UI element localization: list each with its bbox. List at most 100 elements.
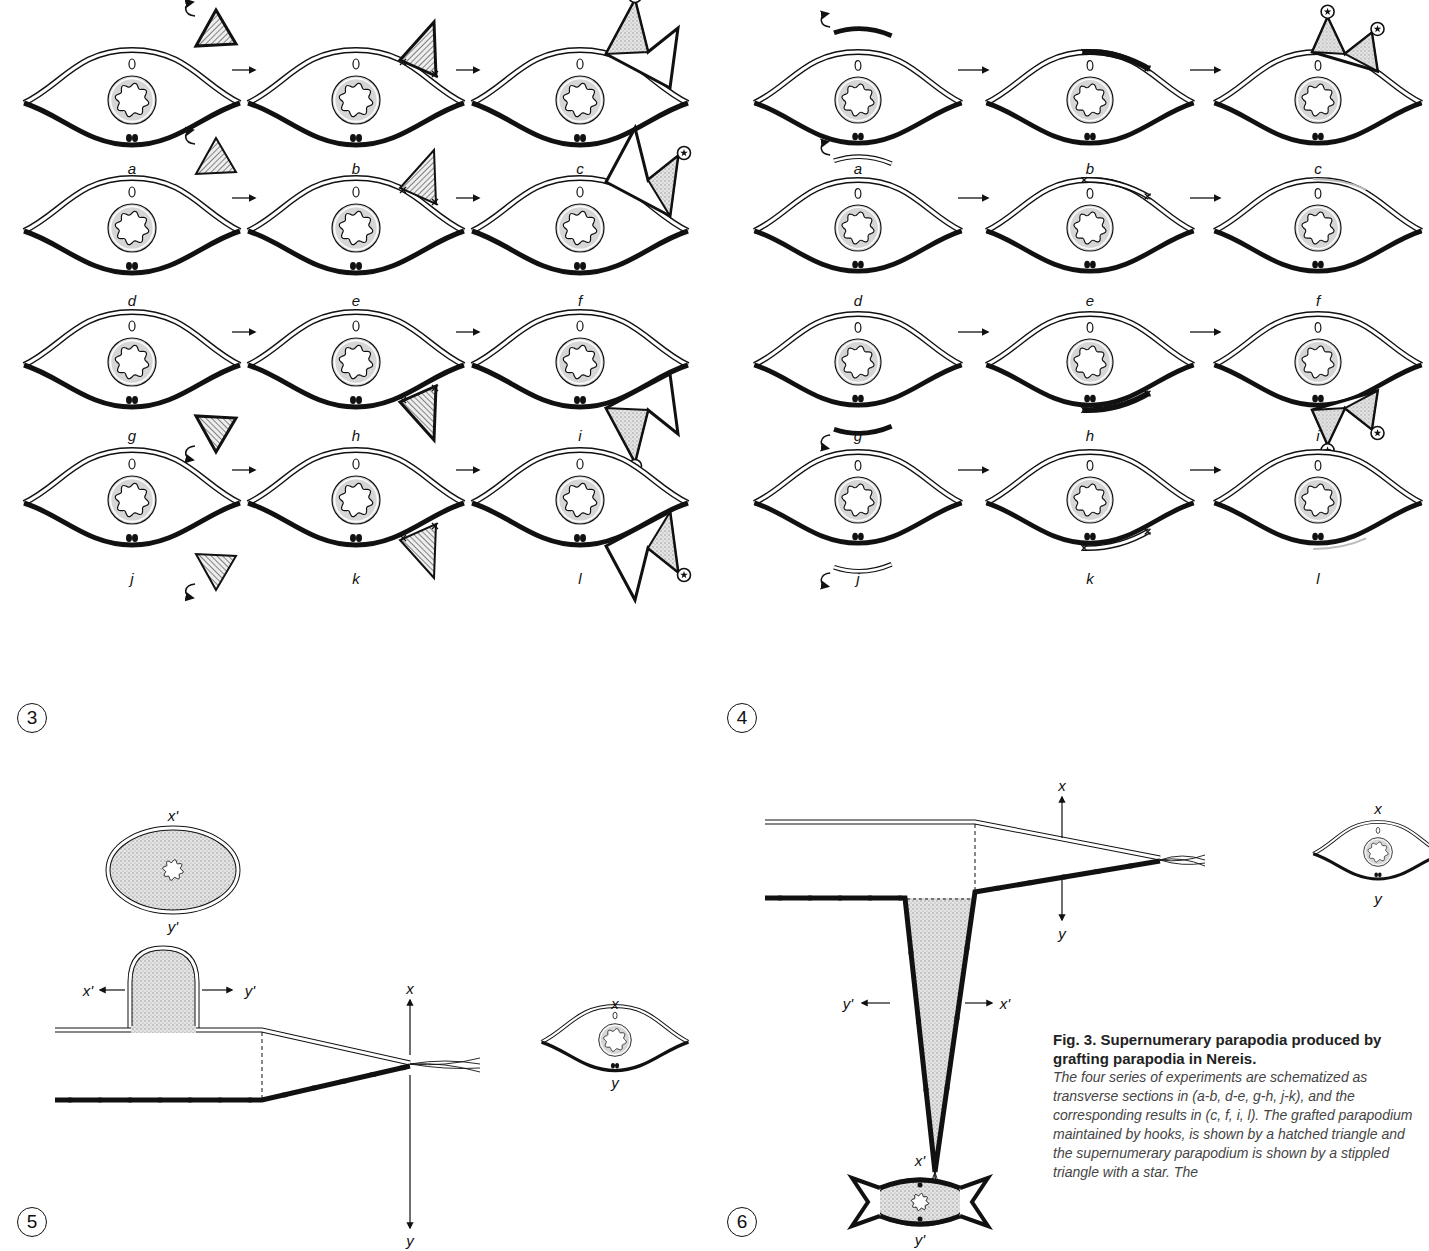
panel-letter: l: [578, 571, 581, 586]
gut-lumen: [115, 211, 148, 244]
panel-letter: j: [856, 571, 859, 586]
step-arrow: [958, 69, 988, 70]
axis-label: x': [1000, 996, 1010, 1011]
body-outline: [986, 52, 1193, 143]
dorsal-vessel: [353, 59, 359, 69]
gut: [1067, 477, 1113, 523]
nerve-cord: [1374, 872, 1378, 877]
nerve-cord: [580, 396, 586, 404]
gut-lumen: [563, 211, 596, 244]
hook: [1081, 545, 1087, 551]
grafted-strip: [1082, 180, 1149, 197]
gut: [335, 207, 378, 250]
gut: [556, 204, 604, 252]
body-section: [986, 452, 1193, 543]
gut-lumen: [1302, 212, 1334, 244]
parapodium-wing: [852, 1178, 880, 1226]
hook: [400, 397, 406, 403]
panel-letter: k: [352, 571, 360, 586]
panel-letter: i: [1316, 428, 1319, 443]
gut-lumen: [604, 1029, 627, 1052]
figure-number-text: 3: [27, 707, 38, 729]
gut: [556, 338, 604, 386]
hook: [1081, 177, 1087, 183]
gut-lumen: [911, 1193, 928, 1210]
axis-label: y': [168, 919, 178, 934]
graft-tube: [130, 948, 197, 1030]
nerve-cord: [350, 262, 356, 270]
axis-arrow: [862, 1002, 890, 1003]
panel-letter: c: [1314, 161, 1322, 176]
gut: [332, 204, 380, 252]
healed-patch: [1313, 179, 1366, 190]
dorsal-wall: [765, 822, 1160, 858]
dorsal-wall: [55, 1030, 410, 1063]
regenerate-outline: [1312, 391, 1377, 445]
dorsal-vessel: [1315, 461, 1321, 471]
regenerate-outline: [606, 0, 678, 88]
body-outline: [24, 450, 240, 545]
grafted-parapodium: [400, 524, 436, 578]
dorsal-vessel: [1087, 61, 1093, 71]
nerve-cord: [1318, 133, 1324, 141]
gut: [108, 204, 156, 252]
gut: [111, 79, 154, 122]
dorsal-vessel: [577, 187, 583, 197]
nerve-cord: [574, 262, 580, 270]
body-section: [754, 452, 961, 543]
body-outline: [24, 312, 240, 407]
rotation-arrow: [821, 14, 830, 27]
nerve-cord: [918, 1183, 923, 1188]
axis-label: y: [1374, 891, 1382, 906]
nerve-cord: [1312, 533, 1318, 541]
segment-line: [975, 824, 976, 890]
star-ring: [1321, 5, 1334, 18]
graft-section: [108, 828, 238, 912]
body-outline: [1313, 822, 1429, 879]
nerve-cord: [580, 262, 586, 270]
setae-base: [1060, 875, 1068, 880]
star: [680, 571, 688, 578]
grafted-strip: [834, 564, 892, 571]
gut: [835, 339, 881, 385]
rotation-arrow: [821, 142, 830, 155]
graft-group: [1081, 391, 1150, 413]
tube-join: [131, 1026, 196, 1033]
star: [1374, 429, 1382, 436]
grafted-strip: [834, 157, 892, 164]
setae-base: [866, 896, 874, 901]
axis-arrow: [409, 1000, 410, 1055]
nerve-cord: [574, 396, 580, 404]
grafted-parapodium: [196, 554, 236, 590]
setae-base: [909, 949, 914, 956]
setae-base: [1027, 880, 1035, 885]
gut-lumen: [563, 83, 596, 116]
setae-base: [896, 896, 904, 901]
nerve-cord: [858, 133, 864, 141]
healed-patch: [1313, 538, 1366, 549]
graft-group: [606, 128, 678, 216]
setae-base: [156, 1098, 164, 1103]
figure-number: 3: [17, 703, 47, 733]
setae-base: [399, 1065, 407, 1070]
gut-lumen: [1074, 84, 1106, 116]
nerve-cord: [1084, 261, 1090, 269]
setae-base: [916, 1018, 921, 1025]
setae: [1160, 855, 1205, 861]
gut: [1295, 339, 1341, 385]
graft-group: [606, 0, 678, 88]
rotation-arrow: [186, 130, 195, 144]
axis-arrow: [1061, 880, 1062, 920]
grafted-strip: [1082, 180, 1149, 197]
gut: [335, 479, 378, 522]
graft-group: [400, 150, 438, 205]
gut: [835, 477, 881, 523]
parapodium-wing: [960, 1178, 988, 1226]
nerve-cord: [858, 261, 864, 269]
body-outline: [754, 452, 961, 543]
gut: [559, 207, 602, 250]
gut-lumen: [842, 212, 874, 244]
star-mark: [678, 569, 691, 582]
axis-label: y: [611, 1075, 619, 1090]
nerve-cord: [1312, 395, 1318, 403]
